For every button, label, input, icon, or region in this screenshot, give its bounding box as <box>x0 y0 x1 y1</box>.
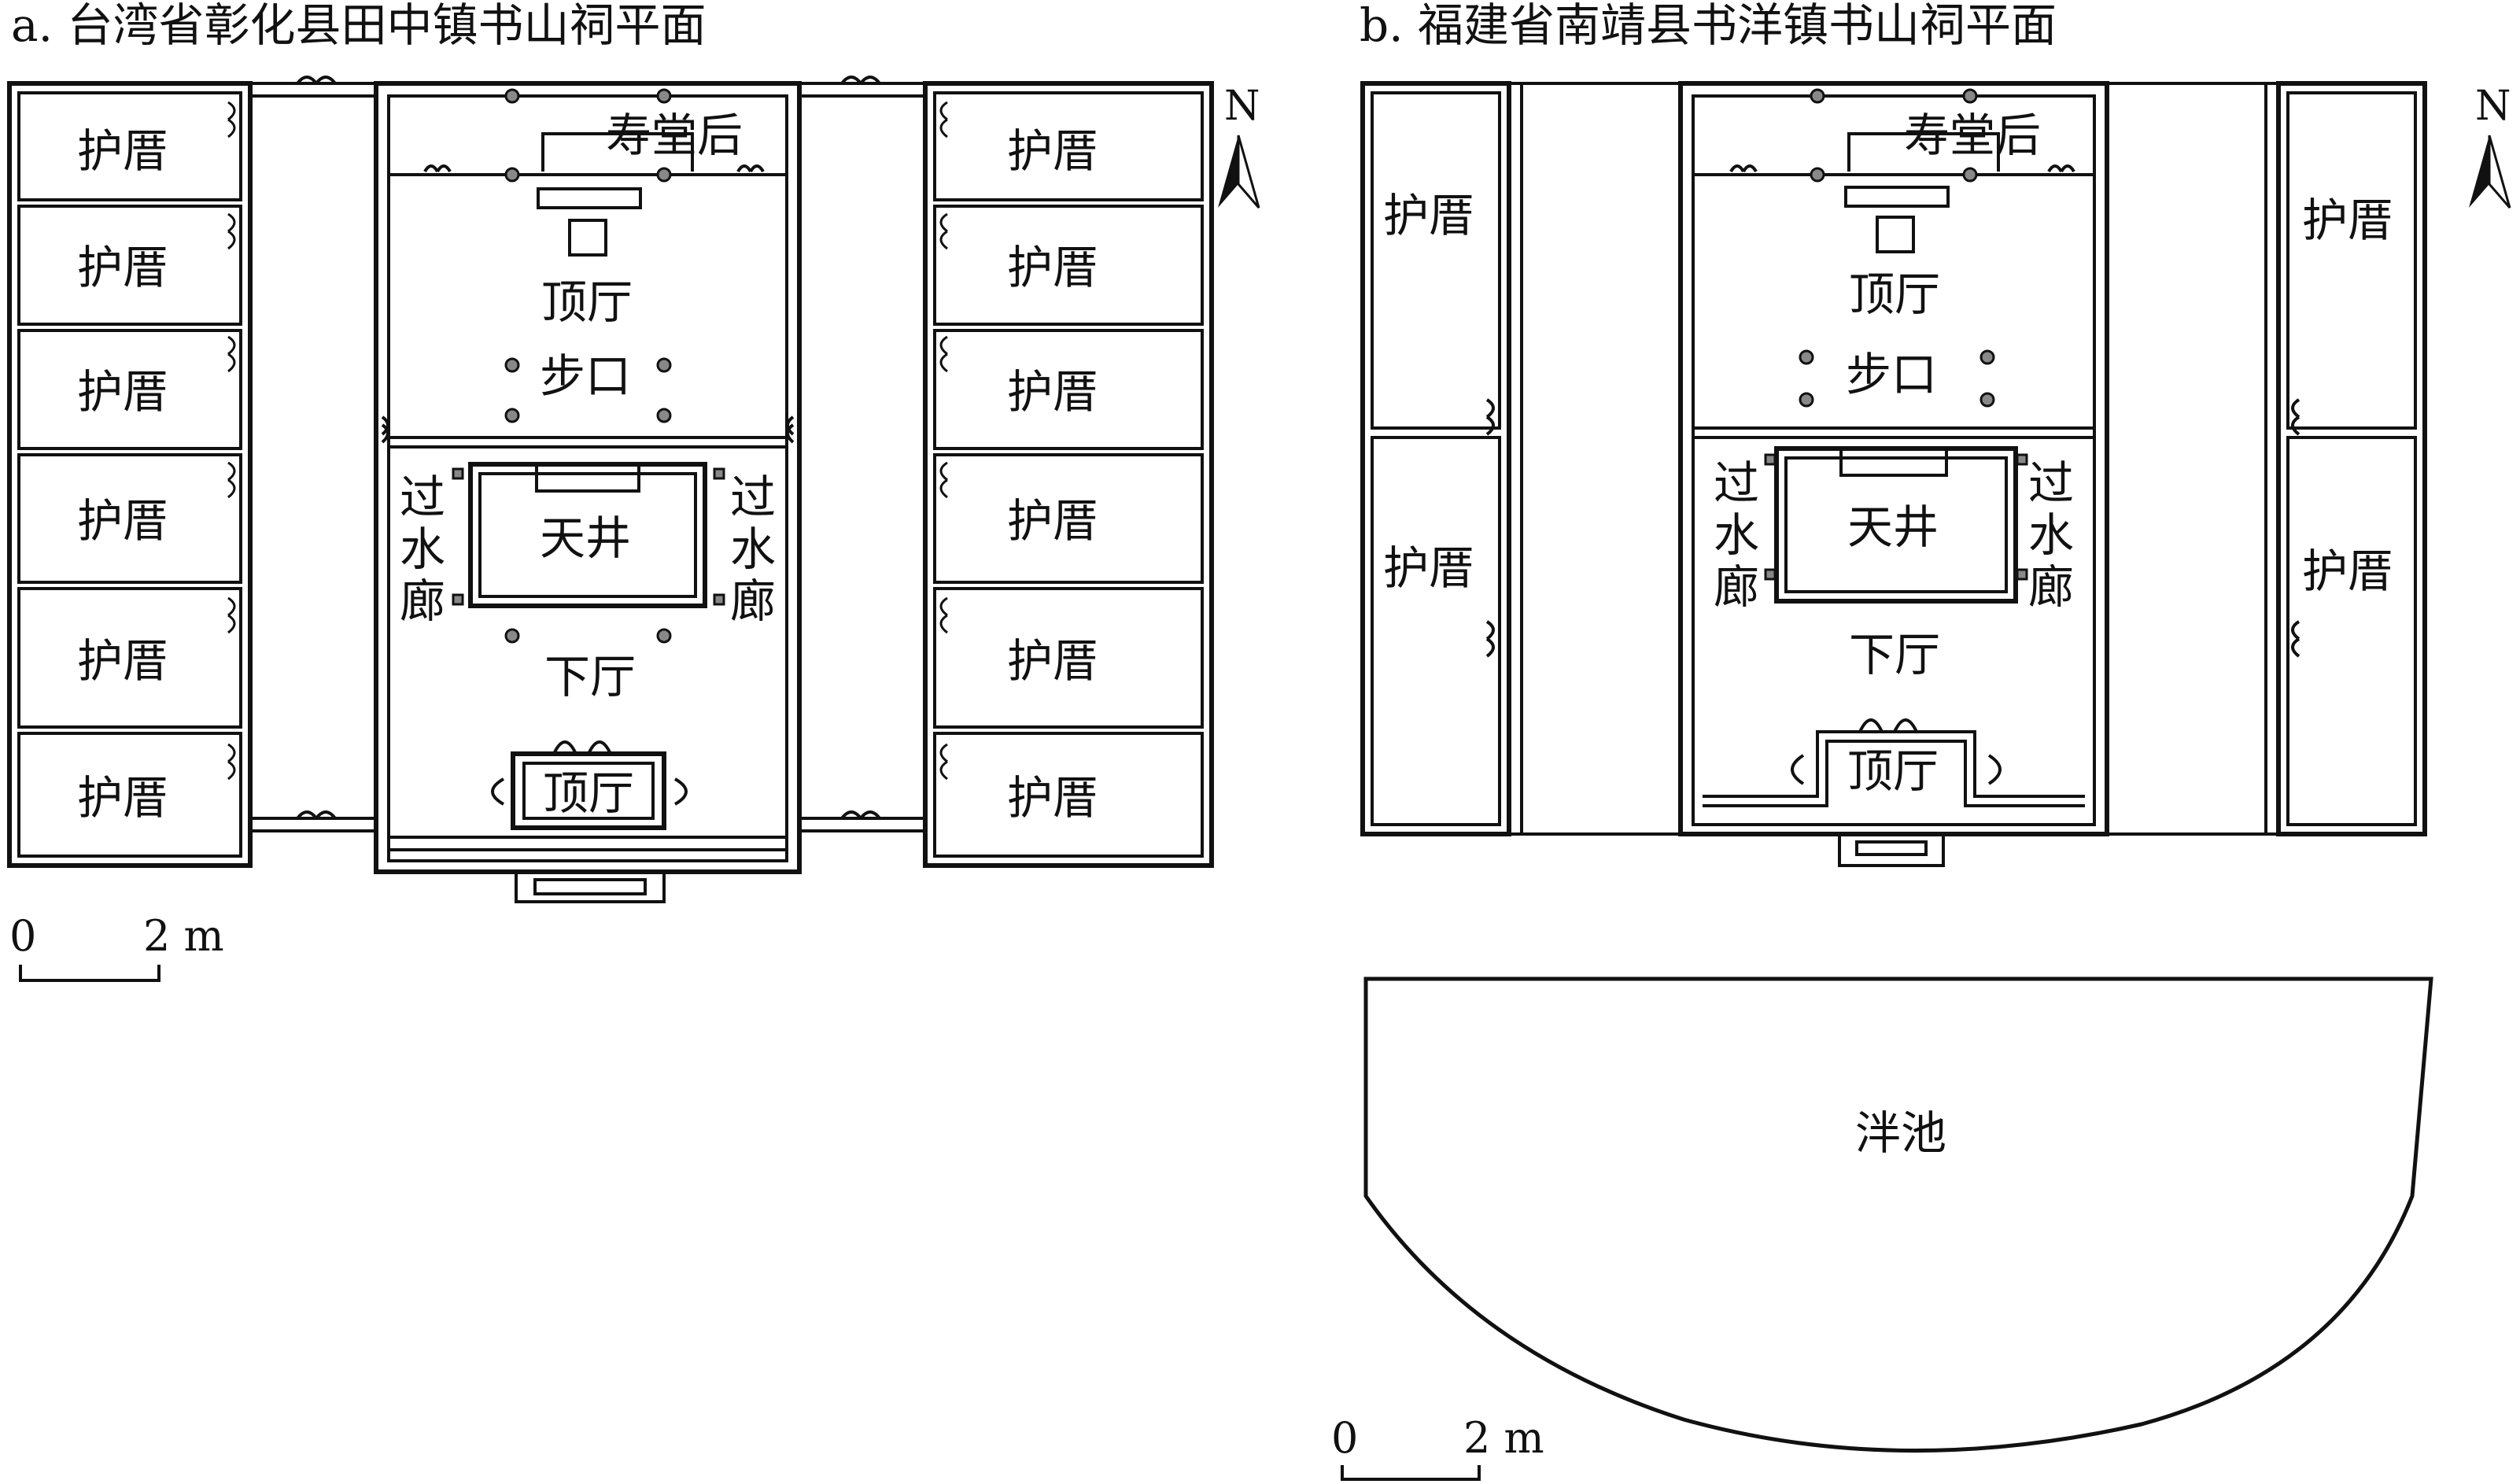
panel-b-north-label: N <box>2475 83 2511 130</box>
panel-a-xiating-label: 下厅 <box>544 650 636 703</box>
panel-a-hucuo-left-4: 护厝 <box>77 494 168 548</box>
panel-a-tianjing-label: 天井 <box>540 511 631 565</box>
panel-b-shoutang-label: 寿堂后 <box>1904 109 2041 162</box>
panel-b-scale-end: 2 m <box>1463 1413 1544 1463</box>
panel-b-hucuo-right-2: 护厝 <box>2302 545 2393 598</box>
panel-a-corridors <box>250 76 925 832</box>
panel-b-guoshuilang-right-3: 廊 <box>2028 560 2074 614</box>
panel-a-hucuo-left-6: 护厝 <box>77 771 168 825</box>
panel-b-right-hucuo-column <box>2276 81 2427 836</box>
panel-a: a. 台湾省彰化县田中镇书山祠平面 <box>7 0 1260 982</box>
panel-a-north-arrow: N <box>1218 83 1260 209</box>
panel-b-columns <box>1764 88 2028 581</box>
panel-b-guoshuilang-right-1: 过 <box>2028 456 2074 510</box>
panel-b-north-arrow-icon <box>2469 135 2489 208</box>
panel-a-guoshuilang-right-1: 过 <box>730 471 776 524</box>
panel-a-hucuo-labels: 护厝 护厝 护厝 护厝 护厝 护厝 护厝 护厝 护厝 护厝 护厝 护厝 <box>77 124 1098 825</box>
panel-b-hucuo-right-1: 护厝 <box>2302 194 2393 247</box>
panel-b-hucuo-left-2: 护厝 <box>1383 541 1474 595</box>
panel-b-hucuo-left-1: 护厝 <box>1383 189 1474 242</box>
panel-a-left-hucuo-column <box>7 81 253 868</box>
panel-b: b. 福建省南靖县书洋镇书山祠平面 <box>1331 0 2511 1481</box>
panel-a-guoshuilang-left-2: 水 <box>400 522 445 576</box>
panel-b-scale-zero: 0 <box>1331 1413 1358 1463</box>
panel-a-title: a. 台湾省彰化县田中镇书山祠平面 <box>11 0 706 52</box>
panel-a-columns <box>452 88 725 644</box>
panel-a-hucuo-right-3: 护厝 <box>1007 365 1098 419</box>
panel-b-guoshuilang-right-2: 水 <box>2028 508 2074 562</box>
panel-a-shoutang-label: 寿堂后 <box>606 109 743 162</box>
panel-b-panchi-label: 泮池 <box>1855 1106 1946 1160</box>
panel-a-hucuo-right-6: 护厝 <box>1007 771 1098 825</box>
panel-b-tianjing-label: 天井 <box>1847 500 1939 554</box>
panel-b-dingting-lower-label: 顶厅 <box>1847 744 1939 798</box>
panel-b-guoshuilang-left-3: 廊 <box>1714 560 1759 614</box>
panel-a-right-hucuo-column <box>923 81 1214 868</box>
panel-a-hucuo-right-5: 护厝 <box>1007 634 1098 688</box>
panel-a-north-arrow-icon <box>1218 135 1238 208</box>
panel-a-hucuo-left-1: 护厝 <box>77 124 168 178</box>
panel-b-xiating-label: 下厅 <box>1849 628 1940 681</box>
panel-a-main-hall <box>374 81 802 903</box>
panel-a-guoshuilang-left-1: 过 <box>400 471 445 524</box>
panel-b-north-arrow: N <box>2469 83 2511 209</box>
panel-a-north-label: N <box>1224 83 1260 130</box>
panel-a-hucuo-left-3: 护厝 <box>77 365 168 419</box>
panel-b-title: b. 福建省南靖县书洋镇书山祠平面 <box>1360 0 2057 52</box>
panel-a-hucuo-doors <box>227 101 948 781</box>
panel-a-room-labels: 寿堂后 顶厅 步口 天井 下厅 顶厅 过 水 廊 过 水 廊 <box>400 109 776 820</box>
panel-b-pond: 泮池 <box>1363 976 2433 1453</box>
panel-a-hucuo-right-2: 护厝 <box>1007 241 1098 294</box>
panel-b-pond-outline <box>1363 976 2433 1453</box>
panel-a-guoshuilang-left-3: 廊 <box>400 574 445 628</box>
panel-a-guoshuilang-right-2: 水 <box>730 522 776 576</box>
panel-a-guoshuilang-right-3: 廊 <box>730 574 776 628</box>
panel-b-guoshuilang-left-2: 水 <box>1714 508 1759 562</box>
panel-a-scale-bar: 0 2 m <box>9 911 224 982</box>
panel-a-hucuo-left-5: 护厝 <box>77 634 168 688</box>
panel-a-hucuo-left-2: 护厝 <box>77 241 168 294</box>
panel-a-dingting-lower-label: 顶厅 <box>543 766 634 820</box>
panel-a-scale-end: 2 m <box>143 911 224 961</box>
panel-a-hucuo-right-1: 护厝 <box>1007 124 1098 178</box>
panel-b-scale-bar: 0 2 m <box>1331 1413 1544 1481</box>
panel-b-left-hucuo-column <box>1360 81 1511 836</box>
panel-b-bukou-label: 步口 <box>1846 348 1937 401</box>
panel-a-bukou-label: 步口 <box>540 349 631 403</box>
panel-b-room-labels: 寿堂后 顶厅 步口 天井 下厅 顶厅 过 水 廊 过 水 廊 <box>1714 109 2074 798</box>
panel-a-dingting-upper-label: 顶厅 <box>541 275 633 329</box>
panel-b-hucuo-labels: 护厝 护厝 护厝 护厝 <box>1383 189 2393 598</box>
panel-a-hucuo-right-4: 护厝 <box>1007 494 1098 548</box>
panel-b-guoshuilang-left-1: 过 <box>1714 456 1759 510</box>
panel-b-main-hall <box>1678 81 2109 867</box>
panel-a-scale-zero: 0 <box>9 911 36 961</box>
panel-b-dingting-upper-label: 顶厅 <box>1849 268 1940 321</box>
